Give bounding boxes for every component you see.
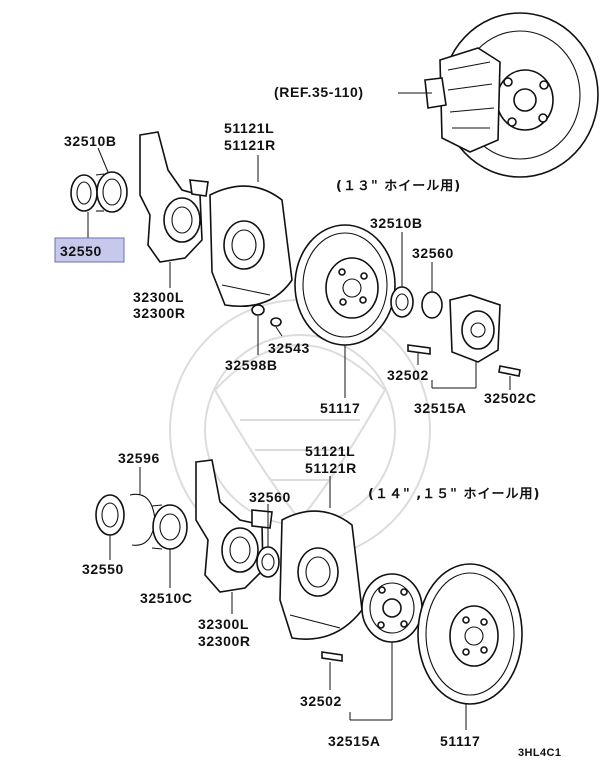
upper-dust-cover-illustration bbox=[209, 185, 293, 307]
label-32300L-lower: 32300L bbox=[198, 616, 249, 632]
label-51117-upper: 51117 bbox=[320, 400, 360, 416]
lower-wheel-note: (１４" ,１５" ホイール用) bbox=[368, 487, 540, 502]
label-32515A-lower: 32515A bbox=[328, 733, 381, 749]
label-32300R-lower: 32300R bbox=[198, 633, 251, 649]
label-51117-lower: 51117 bbox=[440, 733, 480, 749]
label-32502-upper: 32502 bbox=[387, 367, 429, 383]
label-32550-upper-highlighted[interactable]: 32550 bbox=[60, 243, 102, 259]
label-32300L-upper: 32300L bbox=[133, 289, 184, 305]
highlight-box bbox=[54, 237, 125, 263]
label-32502C: 32502C bbox=[484, 390, 537, 406]
label-51121L-upper: 51121L bbox=[224, 120, 274, 136]
diagram-code: 3HL4C1 bbox=[518, 747, 561, 759]
label-32502-lower: 32502 bbox=[300, 693, 342, 709]
label-32510B-upper-inner: 32510B bbox=[370, 215, 423, 231]
label-32560-upper: 32560 bbox=[412, 245, 454, 261]
upper-bearing-illustration bbox=[70, 171, 128, 213]
label-32515A-upper: 32515A bbox=[414, 400, 467, 416]
lower-dust-cover-illustration bbox=[279, 510, 363, 640]
label-51121R-upper: 51121R bbox=[224, 137, 276, 153]
label-32543: 32543 bbox=[268, 340, 310, 356]
label-32300R-upper: 32300R bbox=[133, 305, 186, 321]
label-32550-lower: 32550 bbox=[82, 561, 124, 577]
lower-bearing-illustration bbox=[95, 493, 188, 550]
label-32510C: 32510C bbox=[140, 590, 193, 606]
upper-brake-disc-illustration bbox=[294, 224, 396, 346]
label-32596: 32596 bbox=[118, 450, 160, 466]
label-51121R-lower: 51121R bbox=[305, 460, 357, 476]
upper-bolt-nut-illustration bbox=[251, 304, 282, 327]
upper-knuckle-illustration bbox=[139, 131, 209, 263]
reference-label: (REF.35-110) bbox=[274, 84, 364, 100]
label-32560-lower: 32560 bbox=[249, 489, 291, 505]
lower-spacer-illustration bbox=[256, 546, 280, 578]
lower-brake-disc-illustration bbox=[417, 563, 523, 705]
caliper-assembly-illustration bbox=[424, 12, 599, 178]
label-32510B-upper-outer: 32510B bbox=[64, 133, 117, 149]
upper-wheel-note: (１３" ホイール用) bbox=[336, 179, 461, 194]
lower-knuckle-illustration bbox=[195, 459, 273, 593]
label-51121L-lower: 51121L bbox=[305, 443, 355, 459]
label-32598B: 32598B bbox=[225, 357, 278, 373]
